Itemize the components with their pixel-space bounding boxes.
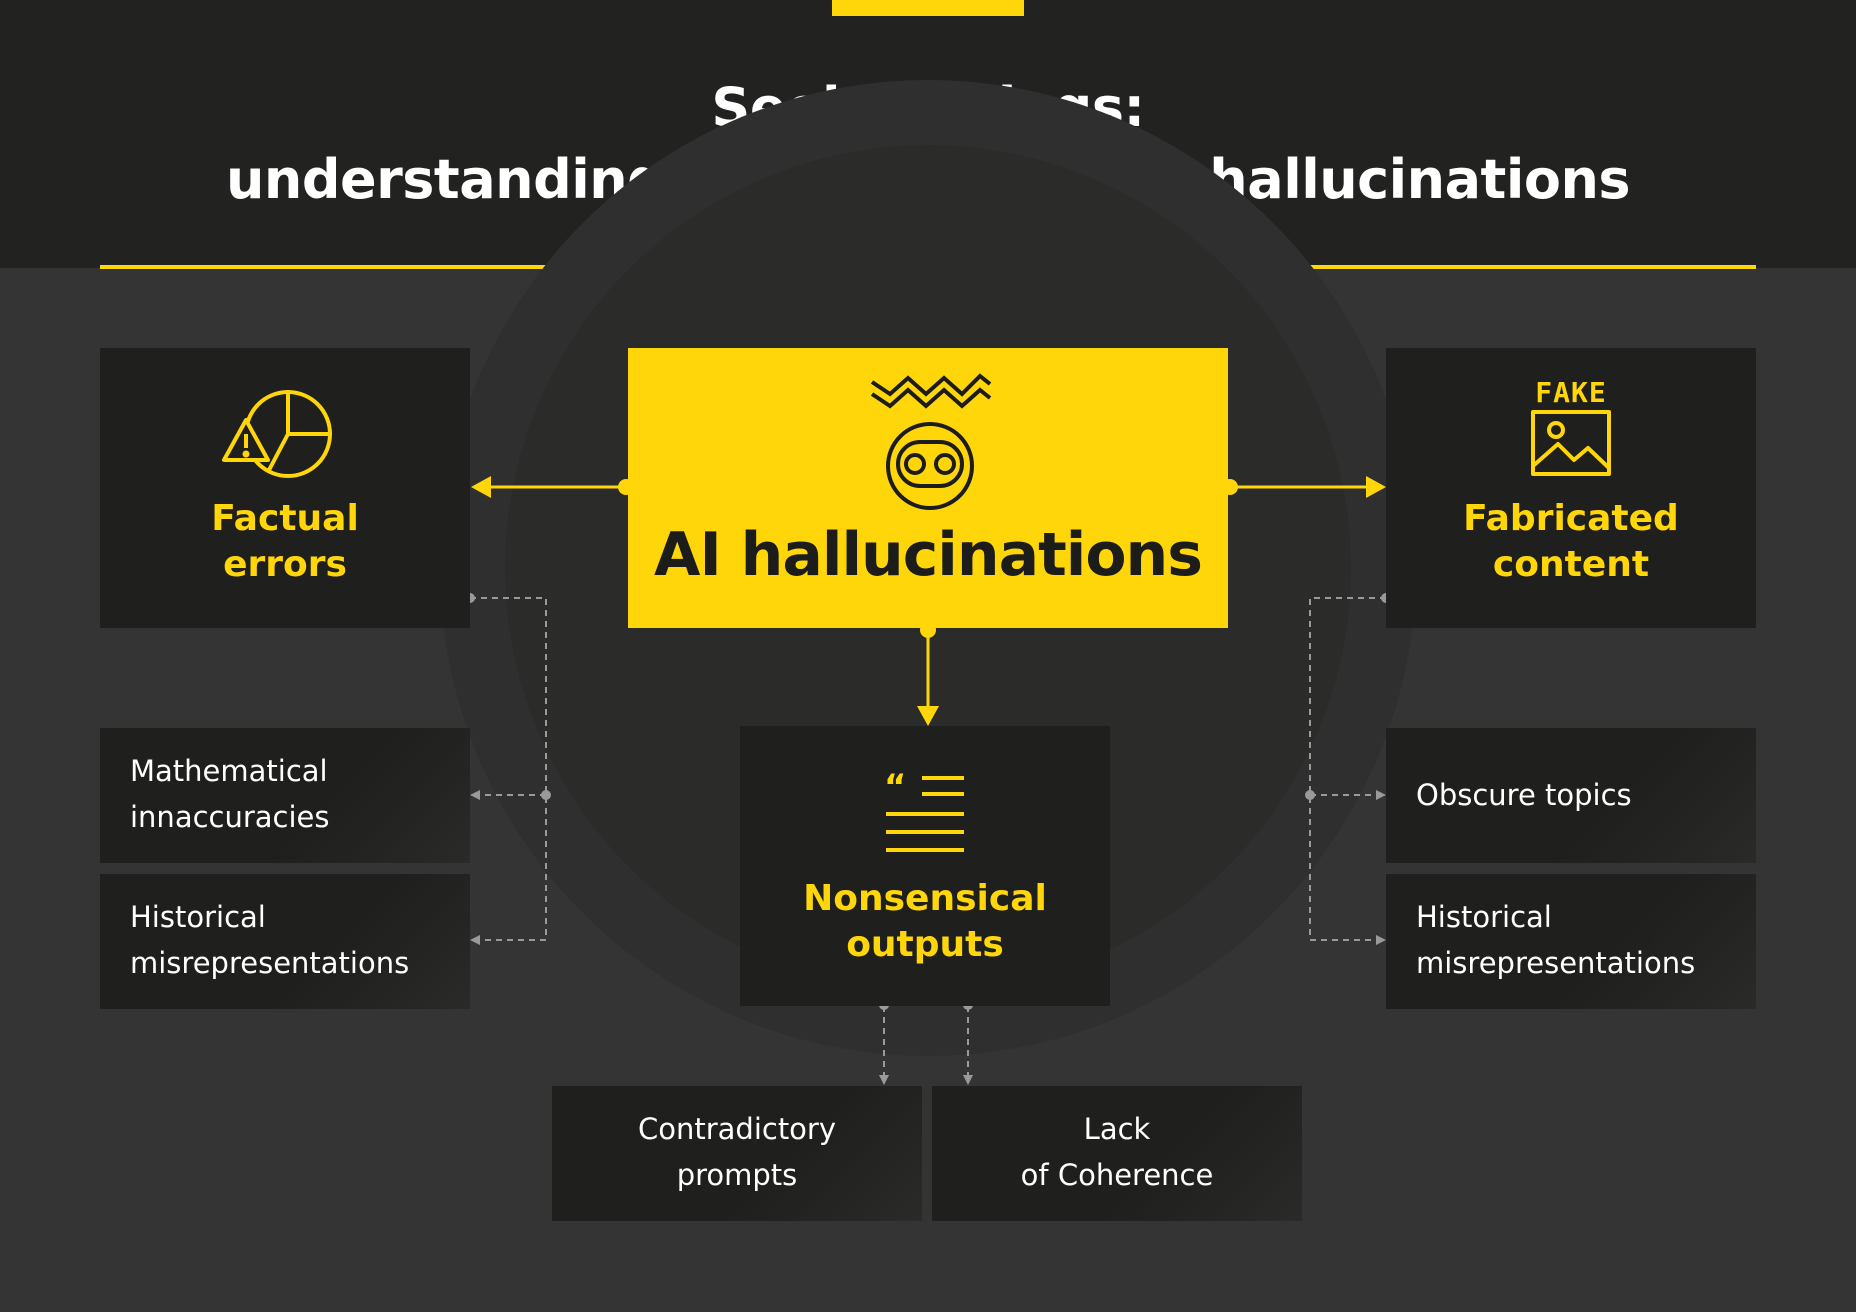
dashed-connector-fabricated-spine (1309, 597, 1386, 941)
fake-icon-text: FAKE (1535, 376, 1606, 409)
nonsensical-label-line-1: Nonsensical (803, 878, 1047, 919)
node-contradictory-prompts: Contradictory prompts (552, 1086, 922, 1221)
quote-text-icon: “ (884, 768, 964, 852)
historical-right-line-1: Historical (1416, 900, 1552, 934)
fake-image-icon: FAKE (1531, 376, 1611, 476)
mathematical-innaccuracies-label: Mathematical innaccuracies (130, 748, 330, 840)
dashed-arrow-coherence (963, 1075, 973, 1085)
dashed-arrow-historical-left (470, 935, 480, 945)
node-lack-of-coherence: Lack of Coherence (932, 1086, 1302, 1221)
obscure-label-line-1: Obscure topics (1416, 778, 1632, 812)
node-historical-misrepresentations-right: Historical misrepresentations (1386, 874, 1756, 1009)
arrowhead-left (471, 476, 491, 498)
fabricated-label-line-1: Fabricated (1463, 498, 1679, 539)
historical-left-line-1: Historical (130, 900, 266, 934)
header-accent-tab (832, 0, 1024, 16)
math-label-line-1: Mathematical (130, 754, 328, 788)
glitch-robot-icon (870, 373, 992, 510)
arrowhead-down (917, 706, 939, 726)
math-label-line-2: innaccuracies (130, 800, 330, 834)
lack-of-coherence-label: Lack of Coherence (932, 1106, 1302, 1198)
node-nonsensical-outputs-label: Nonsensical outputs (740, 876, 1110, 968)
contradictory-line-1: Contradictory (637, 1112, 837, 1146)
obscure-topics-label: Obscure topics (1416, 772, 1632, 818)
coherence-line-1: Lack (1083, 1112, 1151, 1146)
dashed-connector-factual-spine (470, 597, 547, 941)
historical-left-label: Historical misrepresentations (130, 894, 409, 986)
dashed-arrow-historical-right (1376, 935, 1386, 945)
dashed-dot-fabricated-mid (1305, 790, 1315, 800)
contradictory-line-2: prompts (676, 1158, 798, 1192)
historical-left-line-2: misrepresentations (130, 946, 410, 980)
node-obscure-topics: Obscure topics (1386, 728, 1756, 863)
node-mathematical-innaccuracies: Mathematical innaccuracies (100, 728, 470, 863)
historical-right-label: Historical misrepresentations (1416, 894, 1695, 986)
nonsensical-label-line-2: outputs (846, 924, 1004, 965)
fabricated-label-line-2: content (1492, 544, 1650, 585)
node-fabricated-content-label: Fabricated content (1386, 496, 1756, 588)
arrowhead-right (1366, 476, 1386, 498)
dashed-dot-factual-mid (541, 790, 551, 800)
dashed-arrow-obscure (1376, 790, 1386, 800)
contradictory-prompts-label: Contradictory prompts (552, 1106, 922, 1198)
dashed-arrow-contradictory (879, 1075, 889, 1085)
historical-right-line-2: misrepresentations (1416, 946, 1696, 980)
warning-pie-chart-icon (222, 390, 332, 478)
quote-mark-glyph: “ (884, 768, 906, 807)
node-ai-hallucinations: AI hallucinations (628, 348, 1228, 628)
node-fabricated-content: FAKE Fabricated content (1386, 348, 1756, 628)
node-factual-errors-label: Factual errors (100, 496, 470, 588)
dashed-arrow-math (470, 790, 480, 800)
node-historical-misrepresentations-left: Historical misrepresentations (100, 874, 470, 1009)
node-nonsensical-outputs: “ Nonsensical outputs (740, 726, 1110, 1006)
node-factual-errors: Factual errors (100, 348, 470, 628)
node-ai-hallucinations-label: AI hallucinations (654, 520, 1203, 590)
coherence-line-2: of Coherence (1020, 1158, 1214, 1192)
factual-label-line-1: Factual (211, 498, 359, 539)
factual-label-line-2: errors (223, 544, 347, 585)
